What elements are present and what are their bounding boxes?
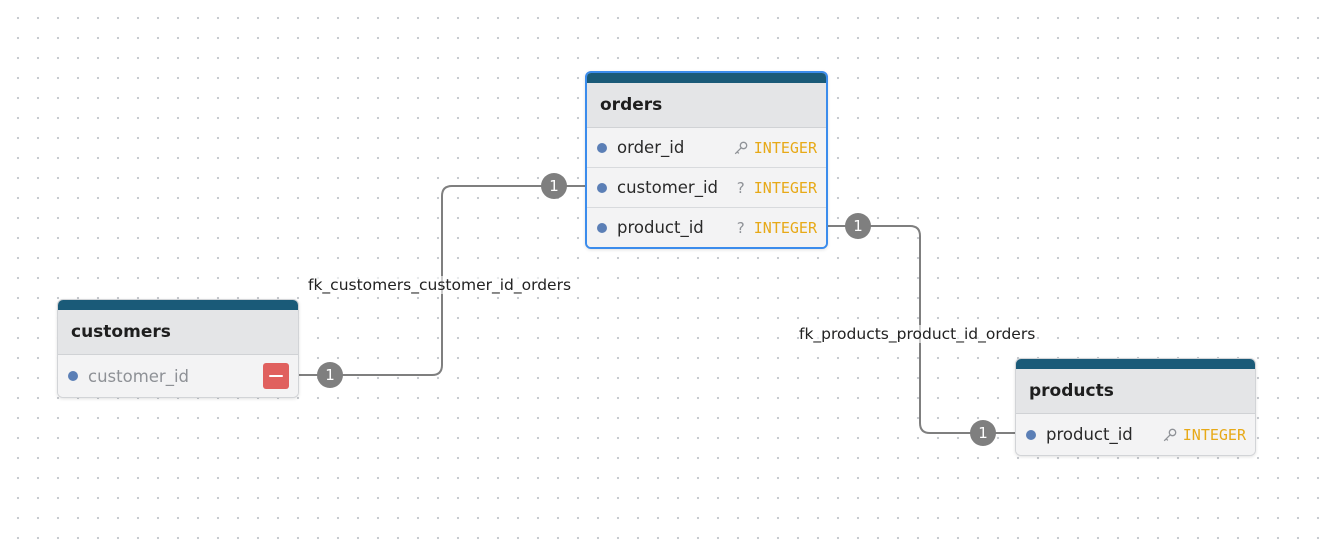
table-header-bar [58, 300, 298, 310]
field-row-customer-id[interactable]: customer_id [58, 355, 298, 397]
field-name: customer_id [617, 178, 719, 197]
table-title[interactable]: customers [58, 310, 298, 355]
minus-icon [269, 374, 283, 378]
cardinality-badge[interactable]: 1 [541, 173, 567, 199]
field-type: INTEGER [753, 218, 817, 237]
table-title[interactable]: orders [587, 83, 826, 128]
field-name: order_id [617, 138, 685, 157]
cardinality-badge[interactable]: 1 [317, 362, 343, 388]
cardinality-badge[interactable]: 1 [970, 420, 996, 446]
remove-field-button[interactable] [263, 363, 289, 389]
field-name: product_id [1046, 425, 1133, 444]
table-node-customers[interactable]: customers customer_id [57, 299, 299, 398]
table-header-bar [587, 73, 826, 83]
field-handle-dot[interactable] [597, 182, 607, 193]
field-name: customer_id [88, 366, 190, 386]
field-type: INTEGER [753, 178, 817, 197]
field-row-product-id[interactable]: product_id ? INTEGER [587, 208, 826, 247]
field-row-order-id[interactable]: order_id INTEGER [587, 128, 826, 168]
key-icon [1162, 427, 1178, 443]
table-node-orders[interactable]: orders order_id INTEGER customer_id ? [585, 71, 828, 249]
key-icon [733, 140, 749, 156]
field-handle-dot[interactable] [68, 371, 78, 381]
table-title[interactable]: products [1016, 369, 1255, 414]
table-node-products[interactable]: products product_id INTEGER [1015, 358, 1256, 456]
field-type: INTEGER [1182, 425, 1246, 444]
field-row-customer-id[interactable]: customer_id ? INTEGER [587, 168, 826, 208]
nullable-icon: ? [736, 178, 745, 197]
relation-label-products-orders: fk_products_product_id_orders [799, 325, 1036, 343]
nullable-icon: ? [736, 218, 745, 237]
field-row-product-id[interactable]: product_id INTEGER [1016, 414, 1255, 455]
field-handle-dot[interactable] [597, 142, 607, 153]
field-handle-dot[interactable] [1026, 429, 1036, 440]
field-type: INTEGER [753, 138, 817, 157]
cardinality-badge[interactable]: 1 [845, 213, 871, 239]
table-header-bar [1016, 359, 1255, 369]
relation-label-customers-orders: fk_customers_customer_id_orders [308, 276, 572, 294]
field-handle-dot[interactable] [597, 222, 607, 233]
field-name: product_id [617, 218, 704, 237]
